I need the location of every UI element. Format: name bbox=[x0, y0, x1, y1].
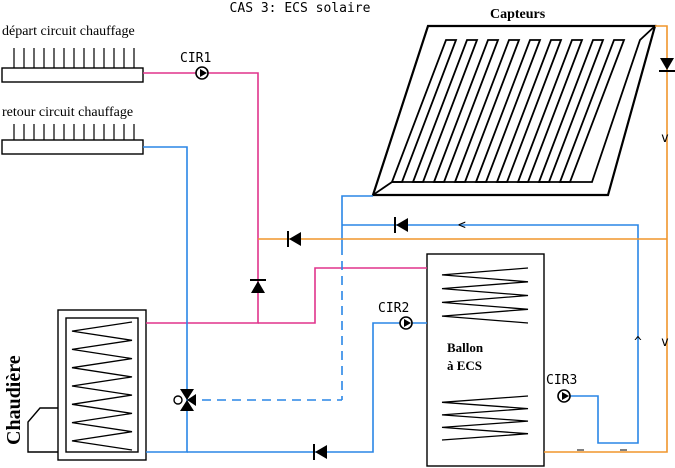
flow-mark-right-up: ^ bbox=[634, 335, 642, 350]
chaudiere-label: Chaudière bbox=[3, 355, 25, 445]
three-way-valve-icon bbox=[173, 389, 196, 411]
cir3-label: CIR3 bbox=[546, 373, 577, 388]
diagram-title: CAS 3: ECS solaire bbox=[230, 1, 371, 16]
radiator-depart bbox=[1, 48, 144, 83]
check-valve-icon bbox=[287, 231, 301, 247]
check-valve-icon bbox=[250, 279, 266, 293]
cir1-label: CIR1 bbox=[180, 51, 211, 66]
ballon-label-1: Ballon bbox=[447, 340, 484, 355]
boiler bbox=[27, 309, 147, 461]
flow-mark-top-return: < bbox=[458, 218, 466, 233]
pipe-solar bbox=[258, 25, 668, 453]
depart-label: départ circuit chauffage bbox=[2, 24, 135, 39]
check-valve-icon bbox=[394, 217, 408, 233]
cir2-label: CIR2 bbox=[378, 301, 409, 316]
solar-collector bbox=[371, 24, 657, 197]
capteurs-label: Capteurs bbox=[490, 7, 546, 22]
flow-mark-right-down-2: v bbox=[661, 335, 669, 350]
check-valve-icon bbox=[313, 444, 327, 460]
flow-mark-right-down-1: v bbox=[661, 131, 669, 146]
pump-cir2 bbox=[399, 316, 413, 330]
ballon-label-2: à ECS bbox=[447, 358, 482, 373]
retour-label: retour circuit chauffage bbox=[2, 105, 133, 120]
pipe-hot-heating bbox=[143, 72, 427, 324]
hot-water-tank bbox=[426, 253, 545, 467]
check-valve-icon bbox=[659, 58, 675, 72]
radiator-retour bbox=[1, 124, 144, 155]
pump-cir3 bbox=[557, 389, 571, 403]
pump-cir1 bbox=[195, 66, 209, 80]
pipe-cold-return bbox=[143, 146, 639, 453]
